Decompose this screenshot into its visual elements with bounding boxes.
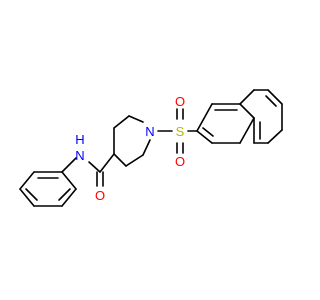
- bond: [58, 188, 71, 201]
- bond: [202, 127, 214, 137]
- piperidine-nitrogen-label: N: [145, 124, 154, 139]
- bond: [128, 115, 144, 123]
- bond: [88, 161, 101, 173]
- bond: [113, 115, 130, 129]
- bond: [113, 153, 127, 167]
- bond: [196, 103, 213, 132]
- bond: [61, 171, 77, 190]
- bond: [267, 129, 283, 144]
- molecule-diagram: O S O N H N O: [19, 89, 283, 207]
- bond: [239, 103, 255, 119]
- bond: [265, 95, 277, 107]
- bonds: [19, 89, 283, 207]
- sulfur-label: S: [176, 124, 185, 139]
- bond: [267, 89, 283, 105]
- bond: [239, 117, 255, 144]
- bond: [25, 188, 38, 201]
- bond: [196, 130, 213, 144]
- bond: [19, 188, 35, 207]
- bond: [19, 171, 35, 190]
- carbonyl-oxygen-label: O: [95, 188, 105, 203]
- bond: [99, 153, 115, 173]
- amide-hydrogen-label: H: [75, 132, 84, 147]
- bond: [142, 139, 151, 156]
- bond: [125, 154, 144, 167]
- atom-labels: O S O N H N O: [75, 94, 185, 203]
- oxygen-label-top: O: [175, 94, 185, 109]
- bond: [61, 188, 77, 207]
- bond: [61, 157, 77, 173]
- amide-nitrogen-label: N: [75, 148, 84, 163]
- oxygen-label-bottom: O: [175, 154, 185, 169]
- bond: [239, 89, 255, 105]
- structure-svg: O S O N H N O: [19, 89, 283, 207]
